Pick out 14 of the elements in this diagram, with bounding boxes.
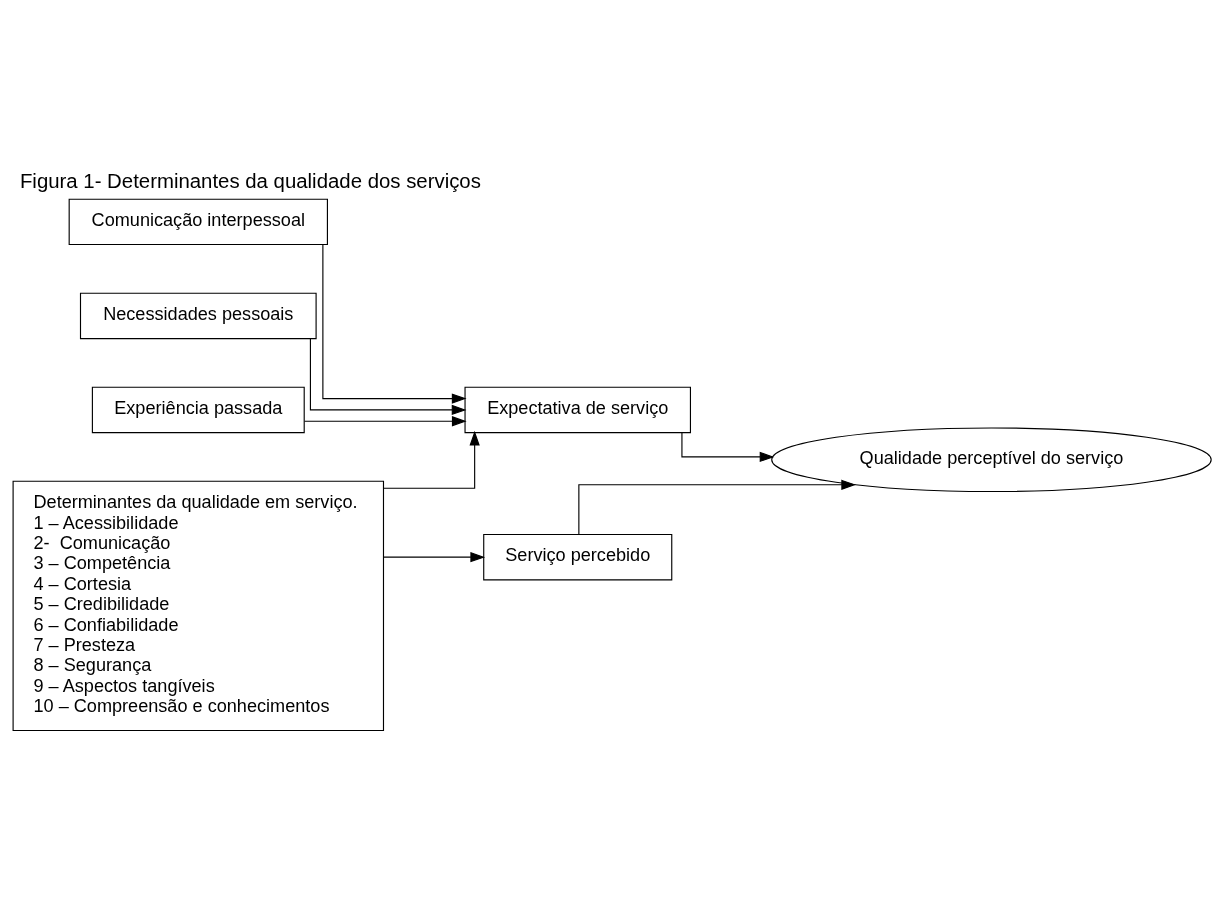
node-box: Serviço percebido <box>483 533 673 580</box>
arrow <box>322 243 467 404</box>
arrow <box>383 430 480 489</box>
arrow <box>303 415 467 426</box>
arrow <box>383 551 486 562</box>
diagram-title: Figura 1- Determinantes da qualidade dos serviços <box>19 169 481 192</box>
arrow <box>578 479 857 535</box>
node-box: Determinantes da qualidade em serviço. 1 – Acessibilidade 2- Comunicação 3 – Competência 4 – Cortesia 5 – Credibilidade 6 – Confiabilidade 7 – Presteza 8 – Segurança 9 – Aspectos tangíveis 10 – Compreensão e conhecimentos <box>12 480 385 731</box>
node-box: Expectativa de serviço <box>464 386 691 433</box>
arrow <box>309 337 467 415</box>
node-box: Comunicação interpessoal <box>68 198 328 245</box>
arrow <box>681 431 775 462</box>
node-box: Necessidades pessoais <box>79 292 317 339</box>
node-box: Experiência passada <box>91 386 305 433</box>
